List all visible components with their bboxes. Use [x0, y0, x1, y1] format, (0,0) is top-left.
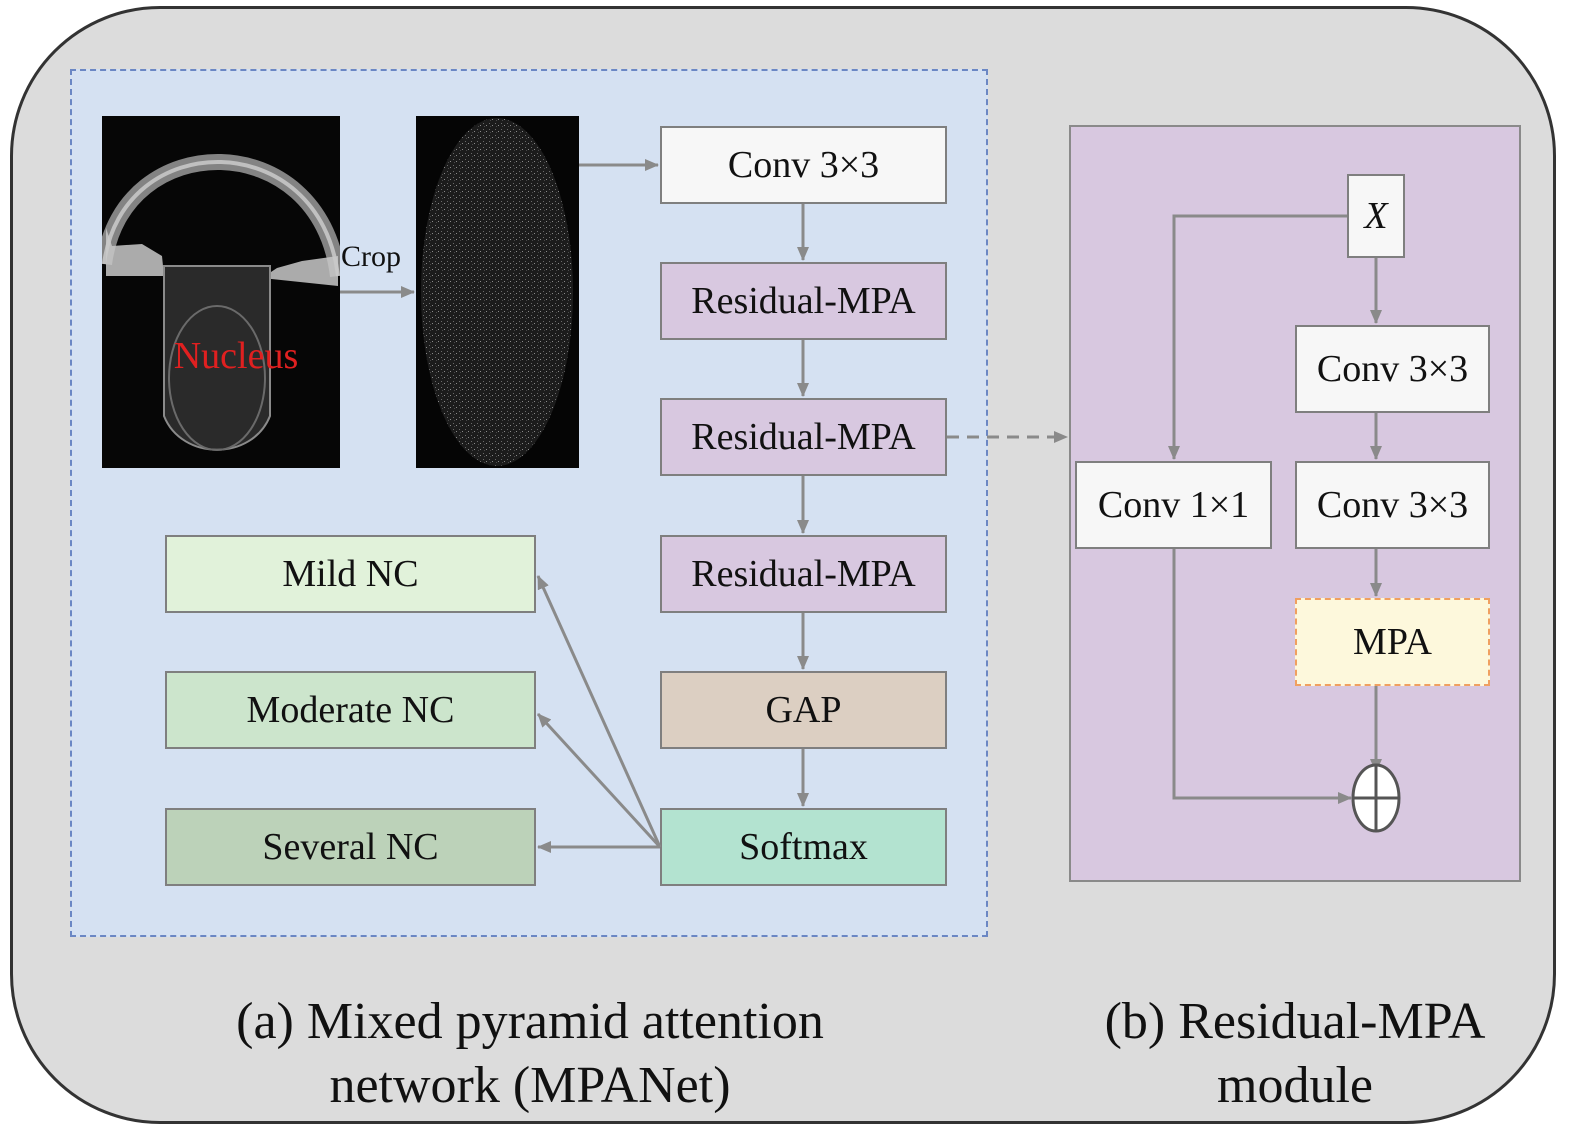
gap-block: GAP [660, 671, 947, 749]
x-to-shortcut-arrow [1168, 214, 1347, 460]
conv3x3-block-b2: Conv 3×3 [1295, 461, 1490, 549]
caption-b-line1: (b) Residual-MPA [1104, 993, 1486, 1050]
residual-mpa-block-2: Residual-MPA [660, 398, 947, 476]
conv3x3-block-b1: Conv 3×3 [1295, 325, 1490, 413]
caption-a-line1: (a) Mixed pyramid attention [236, 993, 824, 1050]
softmax-block: Softmax [660, 808, 947, 886]
cropped-nucleus-image [416, 116, 579, 468]
cropped-nucleus-drawing [421, 118, 573, 466]
moderate-nc-output: Moderate NC [165, 671, 536, 749]
caption-b-line2: module [1217, 1057, 1373, 1114]
caption-a: (a) Mixed pyramid attention network (MPA… [180, 990, 880, 1118]
sum-node [1351, 763, 1401, 833]
caption-b: (b) Residual-MPA module [1070, 990, 1520, 1118]
residual-mpa-block-1: Residual-MPA [660, 262, 947, 340]
input-x-block: X [1347, 174, 1405, 258]
caption-a-line2: network (MPANet) [329, 1057, 731, 1114]
oct-eye-image: Nucleus [102, 116, 340, 468]
mild-nc-output: Mild NC [165, 535, 536, 613]
conv3x3-block: Conv 3×3 [660, 126, 947, 204]
several-nc-output: Several NC [165, 808, 536, 886]
mpa-block: MPA [1295, 598, 1490, 686]
shortcut-to-sum-arrow [1172, 549, 1352, 804]
conv1x1-shortcut-block: Conv 1×1 [1075, 461, 1272, 549]
nucleus-label: Nucleus [174, 335, 299, 377]
crop-label: Crop [341, 240, 401, 273]
softmax-to-moderate-arrow [536, 712, 662, 849]
softmax-to-mild-arrow [536, 575, 662, 848]
residual-mpa-block-3: Residual-MPA [660, 535, 947, 613]
oct-eye-drawing: Nucleus [102, 116, 340, 468]
